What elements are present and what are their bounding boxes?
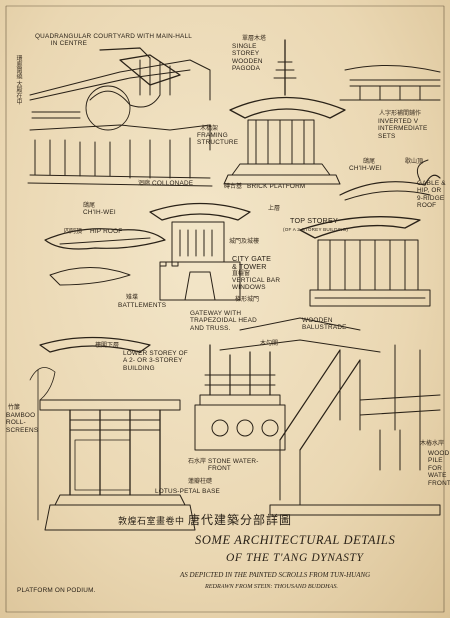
cjk-inverted-v: 人字形補間鋪作 (379, 110, 422, 117)
label-wooden-piled: WOOD PILE FOR WATE FRONT (428, 450, 450, 487)
label-balustrade: WOODEN BALUSTRADE (302, 317, 347, 332)
cjk-lower-storey: 樓閣下層 (95, 342, 120, 349)
gateway-drawing (219, 317, 381, 353)
title-line-4: REDRAWN FROM STEIN: THOUSAND BUDDHAS. (205, 583, 338, 590)
hip-roof-drawing (44, 228, 166, 286)
cjk-bamboo: 竹簾 (8, 404, 21, 411)
label-gateway: GATEWAY WITH TRAPEZOIDAL HEAD AND TRUSS. (190, 310, 257, 332)
label-pagoda: SINGLE STOREY WOODEN PAGODA (232, 43, 263, 73)
label-stone-waterfront: STONE WATER- FRONT (208, 458, 259, 473)
sheet-border (5, 5, 445, 613)
stone-waterfront-drawing (194, 344, 286, 451)
pagoda-drawing (223, 39, 346, 185)
label-courtyard: QUADRANGULAR COURTYARD WITH MAIN-HALL IN… (35, 33, 193, 48)
cjk-hip-roof: 四阿頂 (64, 228, 83, 235)
label-gable: GABLE & HIP, OR 9-RIDGE ROOF (417, 180, 446, 210)
label-chihwei-mid: CH'IH-WEI (83, 209, 116, 216)
label-top-storey-sub: (OF A 2-STOREY BUILDING) (283, 227, 349, 232)
courtyard-drawing (27, 47, 213, 187)
label-brick-platform: BRICK PLATFORM (247, 183, 306, 190)
label-framing: FRAMING STRUCTURE (197, 132, 239, 147)
label-bamboo: BAMBOO ROLL- SCREENS (6, 412, 39, 434)
label-colonnade: COLLONADE (152, 180, 194, 187)
title-line-2: OF THE T'ANG DYNASTY (226, 552, 364, 564)
cjk-vertical-bar: 直欞窗 (232, 270, 251, 277)
cjk-gable: 歇山頂 (405, 158, 424, 165)
top-storey-drawing (299, 216, 431, 307)
cjk-stone-waterfront: 石水岸 (188, 458, 207, 465)
cjk-balustrade: 木勾闌 (260, 340, 279, 347)
label-inverted-v: INVERTED V INTERMEDIATE SETS (378, 118, 428, 140)
cjk-framing: 木構架 (200, 125, 219, 132)
balustrade-drawing (269, 344, 441, 516)
label-chihwei-top: CH'IH-WEI (349, 165, 382, 172)
title-chinese: 唐代建築分部詳圖 (188, 513, 293, 527)
cjk-gateway: 梯形城門 (235, 296, 260, 303)
city-gate-drawing (149, 202, 251, 301)
cjk-chihwei-mid: 鴟尾 (83, 202, 96, 209)
cjk-battlements: 雉堞 (126, 294, 139, 301)
cjk-city-gate: 城門及城樓 (229, 238, 260, 245)
title-line-3: AS DEPICTED IN THE PAINTED SCROLLS FROM … (180, 571, 371, 579)
cjk-colonnade: 迴廊 (138, 180, 151, 187)
cjk-brick-platform: 磚台基 (224, 183, 243, 190)
title-chinese-sub: 敦煌石室畫卷中 (118, 517, 185, 527)
cjk-top-storey: 上層 (268, 205, 281, 212)
label-top-storey: TOP STOREY (290, 216, 338, 225)
cjk-lotus: 蓮瓣柱礎 (188, 478, 213, 485)
cjk-wooden-piled: 木樁水岸 (420, 440, 445, 447)
gable-roof-drawing (339, 159, 441, 201)
label-lotus: LOTUS-PETAL BASE (155, 488, 220, 495)
title-line-1: SOME ARCHITECTURAL DETAILS (195, 533, 396, 547)
label-city-gate: CITY GATE & TOWER (232, 254, 272, 272)
cjk-pagoda: 單層木塔 (242, 35, 267, 42)
label-hip-roof: HIP ROOF (90, 228, 123, 235)
cjk-courtyard: 環廊圍繞 大殿在中 (15, 55, 22, 105)
label-platform: PLATFORM on PODIUM. (17, 587, 96, 594)
cjk-chihwei-top: 鴟尾 (363, 158, 376, 165)
label-vertical-bar: VERTICAL BAR WINDOWS (232, 277, 281, 292)
hall-roof-drawing (339, 65, 441, 101)
label-lower-storey: LOWER STOREY of A 2- or 3-STOREY BUILDIN… (123, 350, 188, 372)
label-battlements: BATTLEMENTS (118, 302, 167, 309)
lower-storey-drawing (29, 336, 196, 531)
